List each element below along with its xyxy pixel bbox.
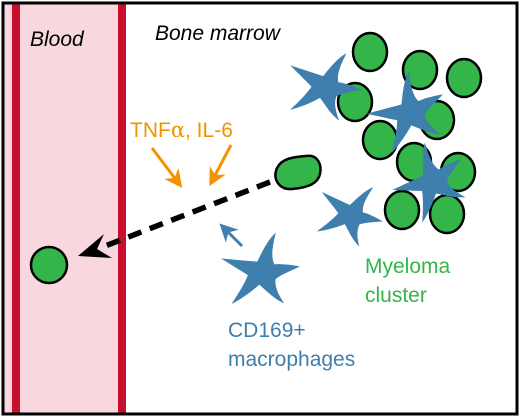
myeloma-label-line1: Myeloma — [365, 255, 451, 278]
alpha-symbol: α — [171, 118, 185, 142]
vessel-wall-right — [118, 4, 126, 413]
cytokine-arrow — [209, 144, 233, 187]
blood-vessel — [4, 4, 126, 413]
circulating-myeloma-cell — [29, 245, 69, 285]
macrophage-label-line1: CD169+ — [228, 319, 306, 342]
myeloma-cell — [361, 119, 399, 161]
cytokine-label: TNFα, IL-6 — [130, 118, 233, 142]
myeloma-cell — [445, 57, 483, 99]
myeloma-label-line2: cluster — [365, 284, 427, 307]
blood-lumen — [4, 4, 125, 413]
myeloma-cell — [383, 189, 421, 231]
migration-arrow — [99, 179, 271, 251]
macrophage-label-line2: macrophages — [228, 348, 355, 371]
blood-label: Blood — [30, 28, 85, 51]
myeloma-cell — [401, 49, 439, 91]
il6-text: , IL-6 — [185, 119, 233, 142]
tnf-text: TNF — [130, 119, 171, 142]
myeloma-cell — [351, 31, 389, 73]
cytokine-arrow — [150, 147, 183, 188]
bone-marrow-label: Bone marrow — [155, 22, 282, 45]
macrophage-arrow — [219, 223, 244, 248]
migration-arrowhead-icon — [78, 234, 112, 258]
myeloma-cell — [428, 193, 466, 235]
vessel-wall-left — [12, 4, 20, 413]
escaping-myeloma-cell — [274, 154, 322, 191]
